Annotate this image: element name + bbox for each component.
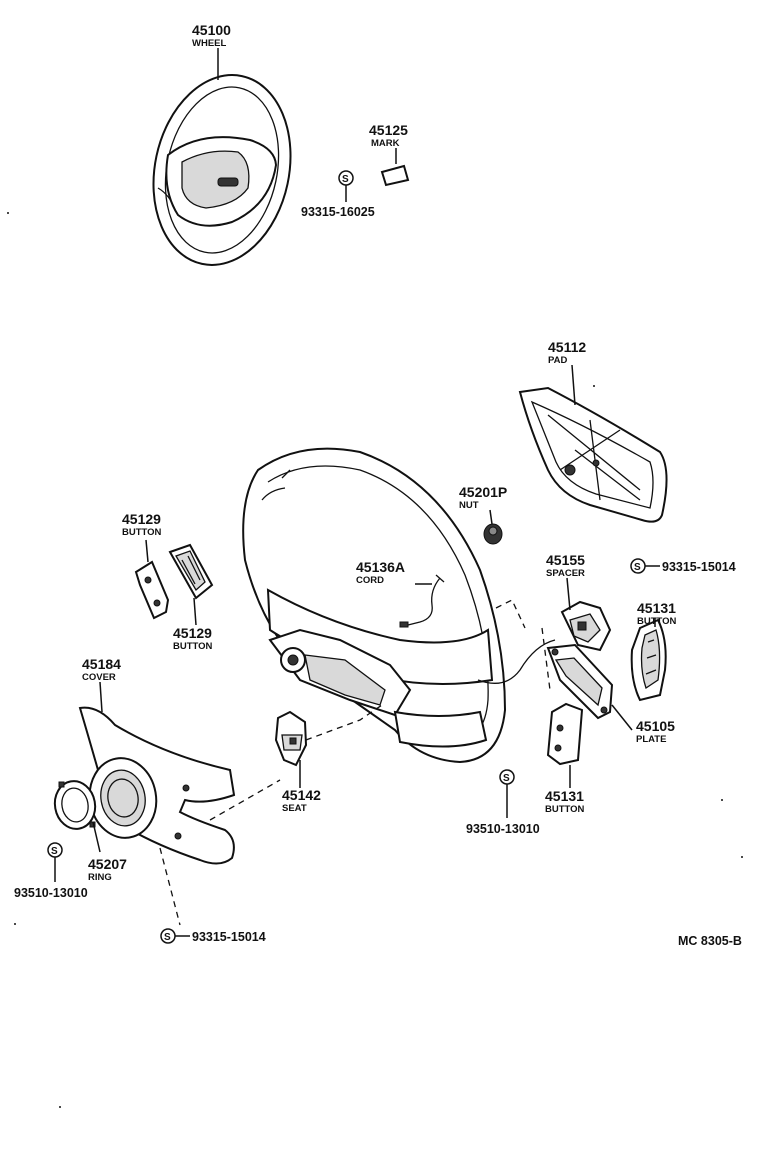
screw-bottom-number: 93315-15014	[192, 930, 266, 944]
button-right-upper-name: BUTTON	[637, 616, 677, 627]
standard-part-symbol: S	[634, 562, 641, 573]
plate-part	[546, 643, 614, 720]
nut-part	[483, 523, 503, 545]
button-left-a-part	[134, 560, 170, 620]
mark-number: 45125	[369, 122, 408, 138]
screw-mid-number: 93510-13010	[466, 822, 540, 836]
cover-number: 45184	[82, 656, 121, 672]
seat-name: SEAT	[282, 803, 307, 814]
button-left-b-number: 45129	[173, 625, 212, 641]
mark-name: MARK	[371, 138, 400, 149]
screw-right-number: 93315-15014	[662, 560, 736, 574]
button-right-upper-part	[630, 618, 667, 702]
button-right-lower-number: 45131	[545, 788, 584, 804]
button-right-lower-part	[546, 702, 584, 766]
spacer-number: 45155	[546, 552, 585, 568]
spacer-part	[560, 600, 612, 652]
cover-part	[78, 706, 236, 865]
nut-name: NUT	[459, 500, 479, 511]
button-left-a-name: BUTTON	[122, 527, 162, 538]
steering-wheel-body	[242, 447, 507, 764]
button-left-b-name: BUTTON	[173, 641, 213, 652]
cover-name: COVER	[82, 672, 116, 683]
nut-number: 45201P	[459, 484, 507, 500]
standard-part-symbol: S	[51, 846, 58, 857]
screw-top-number: 93315-16025	[301, 205, 375, 219]
screw-left-number: 93510-13010	[14, 886, 88, 900]
ring-name: RING	[88, 872, 112, 883]
pad-part	[518, 386, 668, 523]
ring-part	[53, 780, 97, 830]
button-right-upper-number: 45131	[637, 600, 676, 616]
button-left-a-number: 45129	[122, 511, 161, 527]
wheel-number: 45100	[192, 22, 231, 38]
wheel-name: WHEEL	[192, 38, 227, 49]
plate-number: 45105	[636, 718, 675, 734]
spacer-name: SPACER	[546, 568, 585, 579]
button-left-b-part	[168, 543, 214, 600]
cord-name: CORD	[356, 575, 384, 586]
ring-number: 45207	[88, 856, 127, 872]
mark-part	[380, 164, 410, 187]
pad-number: 45112	[548, 339, 586, 355]
seat-part	[274, 710, 308, 767]
cord-number: 45136A	[356, 559, 405, 575]
standard-part-symbol: S	[164, 932, 171, 943]
standard-part-symbol: S	[342, 174, 349, 185]
steering-wheel-assembly	[152, 74, 292, 266]
seat-number: 45142	[282, 787, 321, 803]
pad-name: PAD	[548, 355, 567, 366]
plate-name: PLATE	[636, 734, 666, 745]
diagram-code: MC 8305-B	[678, 934, 742, 948]
standard-part-symbol: S	[503, 773, 510, 784]
button-right-lower-name: BUTTON	[545, 804, 585, 815]
cord-part	[399, 574, 445, 628]
